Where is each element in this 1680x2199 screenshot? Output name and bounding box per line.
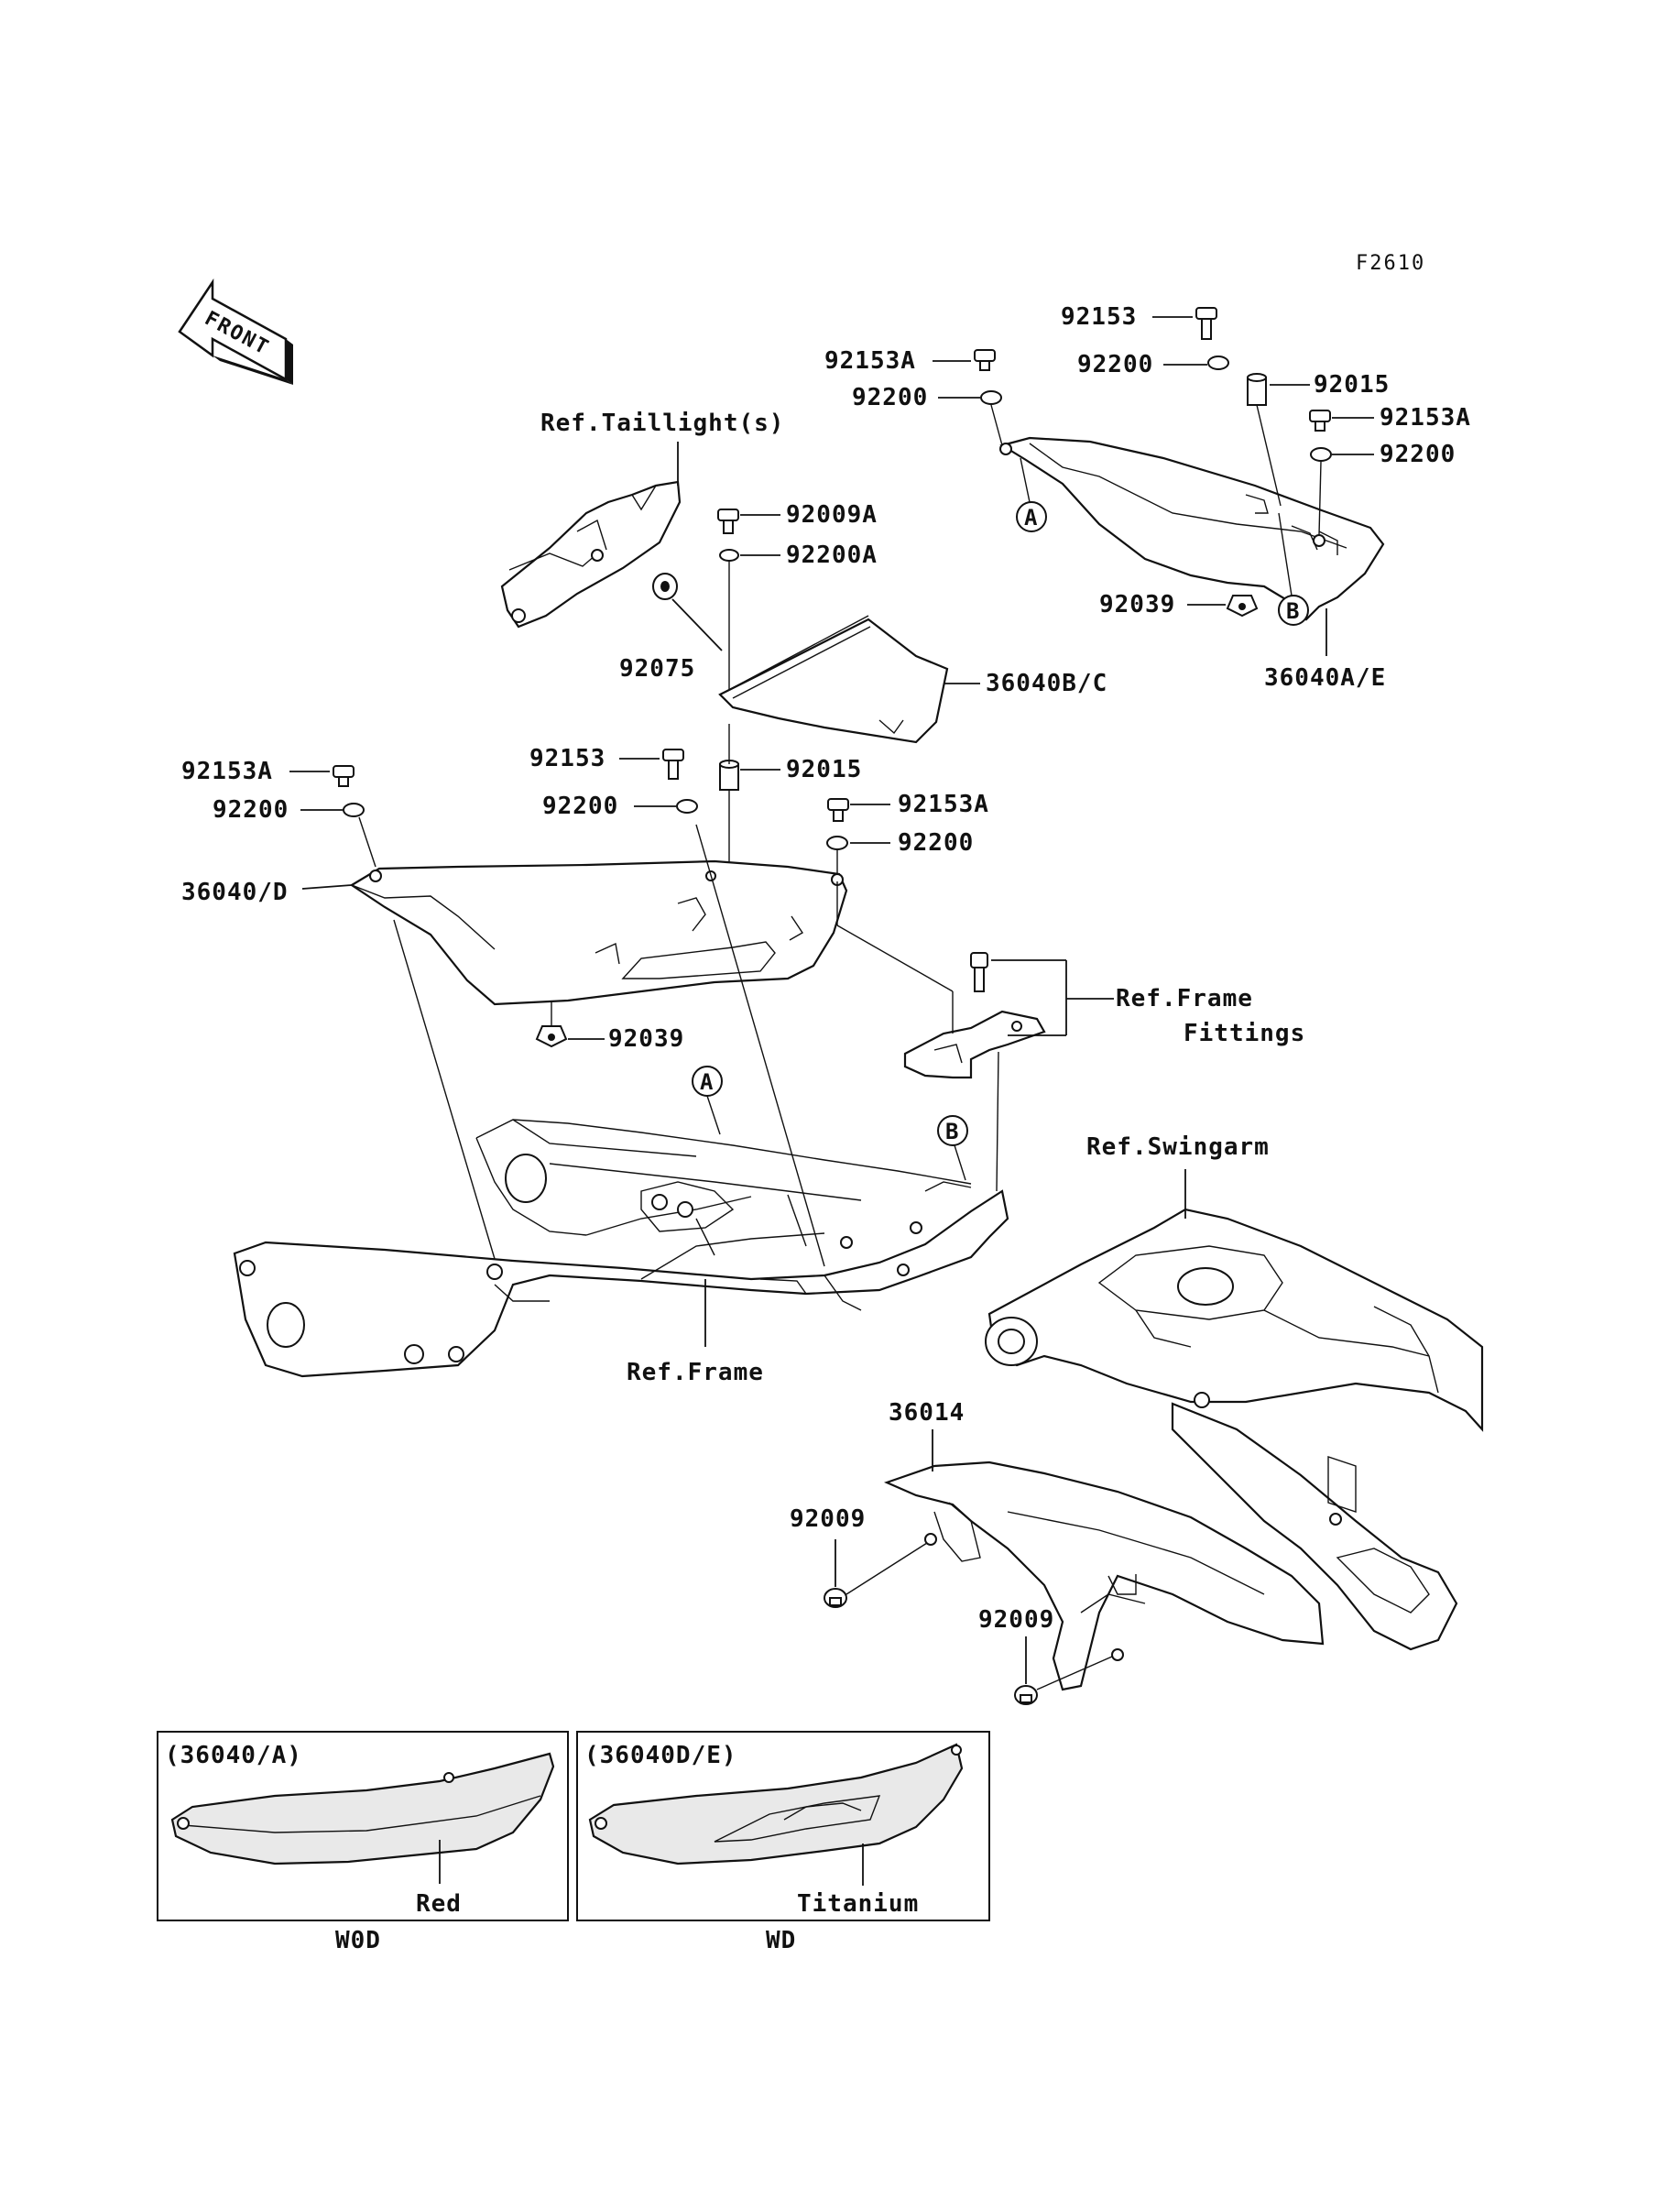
part-92153a-right: 92153A bbox=[1380, 404, 1471, 432]
washer-92200-top-mid bbox=[1207, 356, 1229, 370]
inset-box-titanium bbox=[576, 1731, 990, 1921]
part-92200-mid: 92200 bbox=[542, 793, 618, 820]
frame-fittings-bracket bbox=[903, 952, 1046, 1079]
part-92015-top: 92015 bbox=[1314, 371, 1390, 399]
svg-text:A: A bbox=[1024, 505, 1038, 531]
side-cover-36040d bbox=[349, 859, 848, 1006]
inset-titanium-color: Titanium bbox=[797, 1890, 919, 1918]
inset-red-color: Red bbox=[416, 1890, 462, 1918]
label-ref-frame: Ref.Frame bbox=[627, 1359, 764, 1386]
part-92200-left: 92200 bbox=[213, 796, 289, 824]
bolt-92153a-right bbox=[1309, 410, 1331, 432]
part-92153a-top: 92153A bbox=[824, 347, 916, 375]
part-36014: 36014 bbox=[889, 1399, 965, 1427]
part-92009-right: 92009 bbox=[978, 1606, 1054, 1634]
callout-a-top: A bbox=[1016, 501, 1047, 532]
part-92200a: 92200A bbox=[786, 542, 878, 569]
figure-code: F2610 bbox=[1356, 252, 1425, 275]
inset-box-red bbox=[157, 1731, 569, 1921]
part-92200-top-left: 92200 bbox=[852, 384, 928, 411]
clip-92039-left bbox=[535, 1025, 568, 1048]
bolt-92153-top bbox=[1195, 307, 1217, 340]
label-ref-frame-fittings-1: Ref.Frame bbox=[1116, 985, 1253, 1012]
part-92153-top: 92153 bbox=[1061, 303, 1137, 331]
part-92153a-mid: 92153A bbox=[898, 791, 989, 818]
part-36040ae: 36040A/E bbox=[1264, 664, 1386, 692]
callout-b-top: B bbox=[1278, 595, 1309, 626]
bolt-92009-left bbox=[824, 1588, 847, 1608]
inset-red-model: W0D bbox=[335, 1927, 381, 1954]
bolt-92009a bbox=[717, 509, 739, 534]
washer-92200-mid2 bbox=[826, 836, 848, 850]
part-92200-top-mid: 92200 bbox=[1077, 351, 1153, 378]
part-92015-mid: 92015 bbox=[786, 756, 862, 783]
part-92009-left: 92009 bbox=[790, 1505, 866, 1533]
part-92153-mid: 92153 bbox=[529, 745, 605, 772]
svg-text:A: A bbox=[700, 1069, 714, 1095]
collar-92015-top bbox=[1247, 373, 1267, 406]
label-ref-swingarm: Ref.Swingarm bbox=[1086, 1133, 1270, 1161]
washer-92200-left bbox=[343, 803, 365, 817]
part-92200-right: 92200 bbox=[1380, 441, 1456, 468]
callout-b-frame: B bbox=[937, 1115, 968, 1146]
part-92039-right: 92039 bbox=[1099, 591, 1175, 618]
part-92200-mid2: 92200 bbox=[898, 829, 974, 857]
part-92153a-left: 92153A bbox=[181, 758, 273, 785]
label-ref-taillights: Ref.Taillight(s) bbox=[540, 410, 784, 437]
callout-a-frame: A bbox=[692, 1066, 723, 1097]
collar-92015-mid bbox=[719, 760, 739, 791]
washer-92200a bbox=[719, 549, 739, 562]
label-ref-frame-fittings-2: Fittings bbox=[1184, 1020, 1305, 1047]
cover-36040bc bbox=[718, 615, 949, 744]
inset-titanium-title: (36040D/E) bbox=[584, 1742, 737, 1769]
bolt-92153a-top bbox=[974, 349, 996, 371]
bolt-92009-right bbox=[1014, 1685, 1038, 1705]
part-36040d: 36040/D bbox=[181, 879, 289, 906]
chain-guard-36014 bbox=[883, 1461, 1325, 1691]
clip-92039-right bbox=[1226, 595, 1259, 618]
svg-text:B: B bbox=[1286, 598, 1299, 624]
swingarm-ref bbox=[985, 1208, 1484, 1651]
washer-92200-top-left bbox=[980, 390, 1002, 405]
inset-red-title: (36040/A) bbox=[165, 1742, 302, 1769]
washer-92200-right bbox=[1310, 447, 1332, 462]
bolt-92153-mid bbox=[662, 749, 684, 780]
part-36040bc: 36040B/C bbox=[986, 670, 1107, 697]
part-92039-left: 92039 bbox=[608, 1025, 684, 1053]
part-92075: 92075 bbox=[619, 655, 695, 683]
inset-titanium-model: WD bbox=[766, 1927, 796, 1954]
grommet-92075 bbox=[652, 573, 678, 600]
washer-92200-mid bbox=[676, 799, 698, 814]
part-92009a: 92009A bbox=[786, 501, 878, 529]
tail-cover-36040ae bbox=[999, 436, 1385, 621]
bolt-92153a-mid bbox=[827, 798, 849, 822]
svg-text:B: B bbox=[945, 1119, 958, 1144]
rear-frame-ref bbox=[233, 1119, 1009, 1378]
front-arrow-icon bbox=[178, 278, 293, 385]
taillight-ref-part bbox=[500, 480, 682, 629]
bolt-92153a-left bbox=[333, 765, 355, 787]
